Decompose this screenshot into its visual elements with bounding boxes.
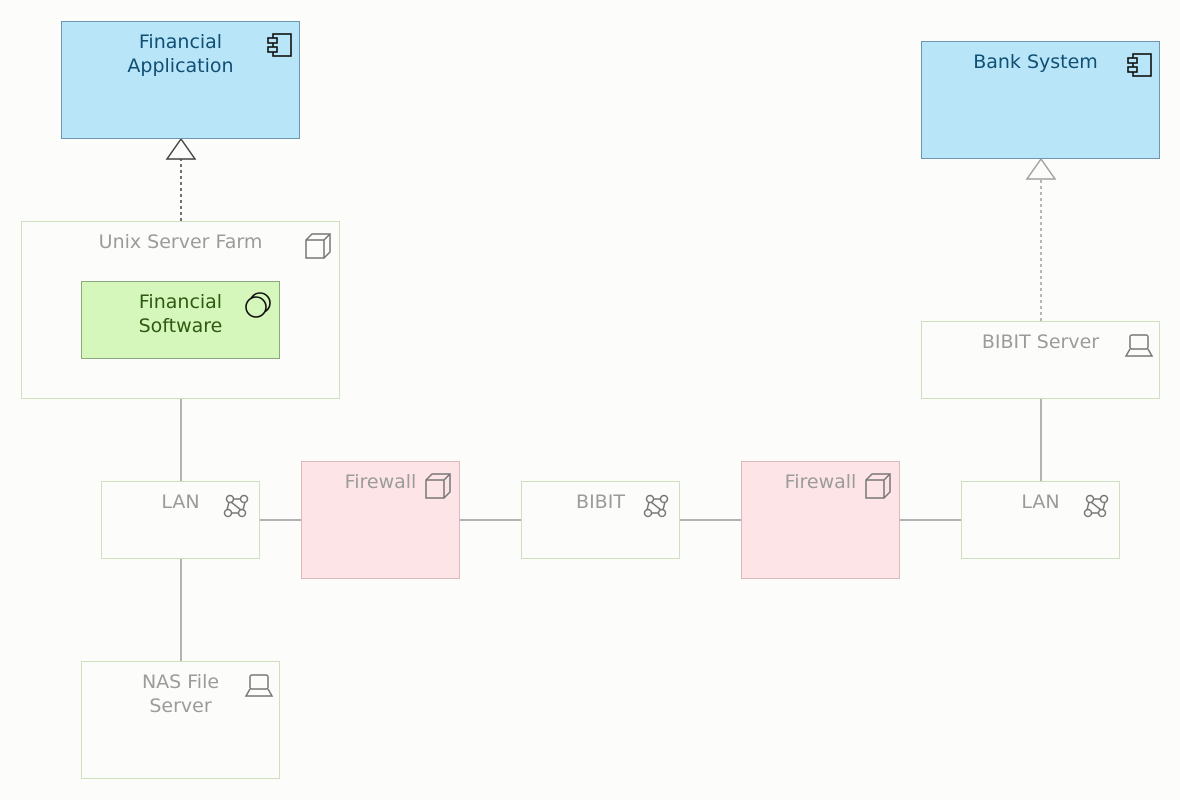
node-label: Financial Application <box>127 31 234 77</box>
realization-arrowhead <box>1025 157 1057 180</box>
node-label: NAS File Server <box>141 671 220 717</box>
component-icon <box>1127 53 1152 77</box>
device-icon <box>244 674 274 697</box>
bibit-server-node[interactable]: BIBIT Server <box>921 321 1160 399</box>
node-label: LAN <box>161 491 200 513</box>
network-icon <box>643 494 669 518</box>
lan-network-node[interactable]: LAN <box>101 481 260 559</box>
node-label: Firewall <box>784 471 857 493</box>
bank-system-node[interactable]: Bank System <box>921 41 1160 159</box>
device-icon <box>1124 334 1154 357</box>
node-label: Firewall <box>344 471 417 493</box>
component-icon <box>267 33 292 57</box>
financial-software-node[interactable]: Financial Software <box>81 281 280 359</box>
unix-server-farm-node[interactable]: Unix Server Farm <box>21 221 340 399</box>
system-software-icon <box>245 292 271 318</box>
node-label: Financial Software <box>138 291 223 337</box>
node-label: Unix Server Farm <box>98 231 263 253</box>
financial-application-node[interactable]: Financial Application <box>61 21 300 139</box>
node-label: BIBIT <box>576 491 625 513</box>
realization-arrowhead <box>165 137 197 160</box>
node-icon <box>305 233 331 259</box>
node-label: Bank System <box>973 51 1098 73</box>
node-icon <box>865 473 891 499</box>
nas-file-server-node[interactable]: NAS File Server <box>81 661 280 779</box>
node-label: LAN <box>1021 491 1060 513</box>
bibit-network-node[interactable]: BIBIT <box>521 481 680 559</box>
network-icon <box>1083 494 1109 518</box>
firewall-node[interactable]: Firewall <box>301 461 460 579</box>
firewall-node[interactable]: Firewall <box>741 461 900 579</box>
node-label: BIBIT Server <box>981 331 1100 353</box>
network-icon <box>223 494 249 518</box>
node-icon <box>425 473 451 499</box>
lan-network-node[interactable]: LAN <box>961 481 1120 559</box>
